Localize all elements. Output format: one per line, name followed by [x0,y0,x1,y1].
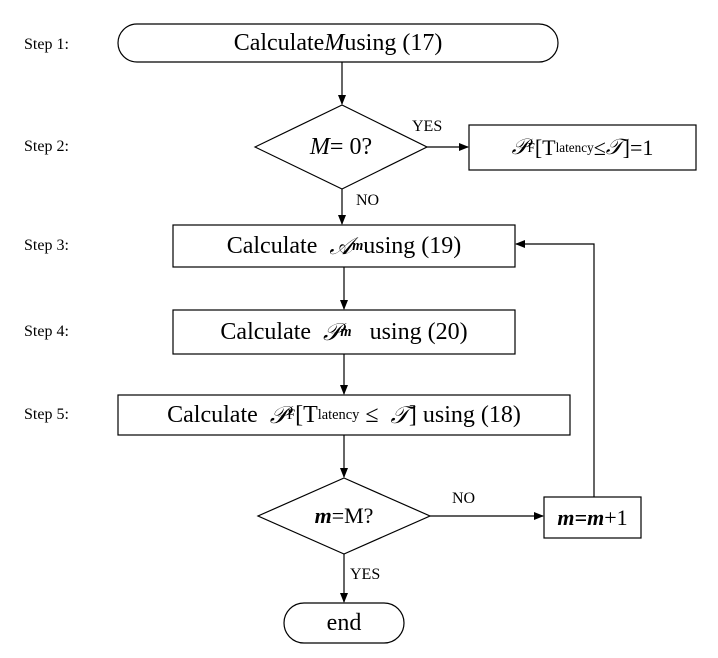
probability-symbol: 𝒫 [269,401,288,429]
step3-prefix: Calculate [226,232,330,259]
decision2-condition: =M? [331,503,374,528]
step-label-3: Step 3: [24,237,69,254]
start-prefix: Calculate [233,29,325,56]
step5-suffix: ] using (18) [408,401,521,428]
step4-prefix: Calculate [220,318,324,345]
edge-label-no-2: NO [452,490,476,507]
le-symbol: ≤ [359,401,391,428]
step-label-5: Step 5: [24,406,69,423]
step-label-1: Step 1: [24,36,69,53]
threshold-symbol: 𝒯 [605,135,623,160]
end-node-text: end [326,609,362,636]
start-terminator-shape [117,23,559,63]
latency-open: [T [295,401,318,428]
result-probability-one-shape [468,124,697,171]
edge-label-no-1: NO [356,192,380,209]
result1-suffix: ]=1 [622,134,654,160]
start-suffix: using (17) [344,29,443,56]
step4-suffix: using (20) [351,318,468,345]
decision1-variable: M [309,133,330,160]
start-node-text: Calculate M using (17) [118,24,558,62]
end-terminator-shape [283,602,405,644]
decision1-text: M = 0? [255,128,427,166]
increment-variable-rhs: m [587,504,605,530]
probability-symbol: 𝒫 [511,135,528,160]
edge-label-yes-2: YES [350,566,381,583]
arrow-loop-back-to-step3 [515,240,595,497]
increment-process-shape [543,496,642,539]
step-label-4: Step 4: [24,323,69,340]
latency-open: [T [534,134,556,160]
increment-variable: m [557,504,575,530]
step3-suffix: using (19) [363,232,462,259]
increment-suffix: +1 [604,504,628,530]
step5-prefix: Calculate [167,401,270,428]
step-label-2: Step 2: [24,138,69,155]
decision2-text: m =M? [258,498,430,534]
decision2-variable: m [314,503,332,528]
increment-equals: = [574,504,588,530]
le-symbol: ≤ [593,134,606,160]
edge-label-yes-1: YES [412,118,443,135]
set-symbol: 𝒜 [329,232,353,260]
increment-text: m=m+1 [544,497,641,538]
start-variable: M [324,29,345,56]
decision1-condition: = 0? [329,133,373,160]
threshold-symbol: 𝒯 [390,401,409,429]
probability-symbol: 𝒫 [323,318,341,346]
